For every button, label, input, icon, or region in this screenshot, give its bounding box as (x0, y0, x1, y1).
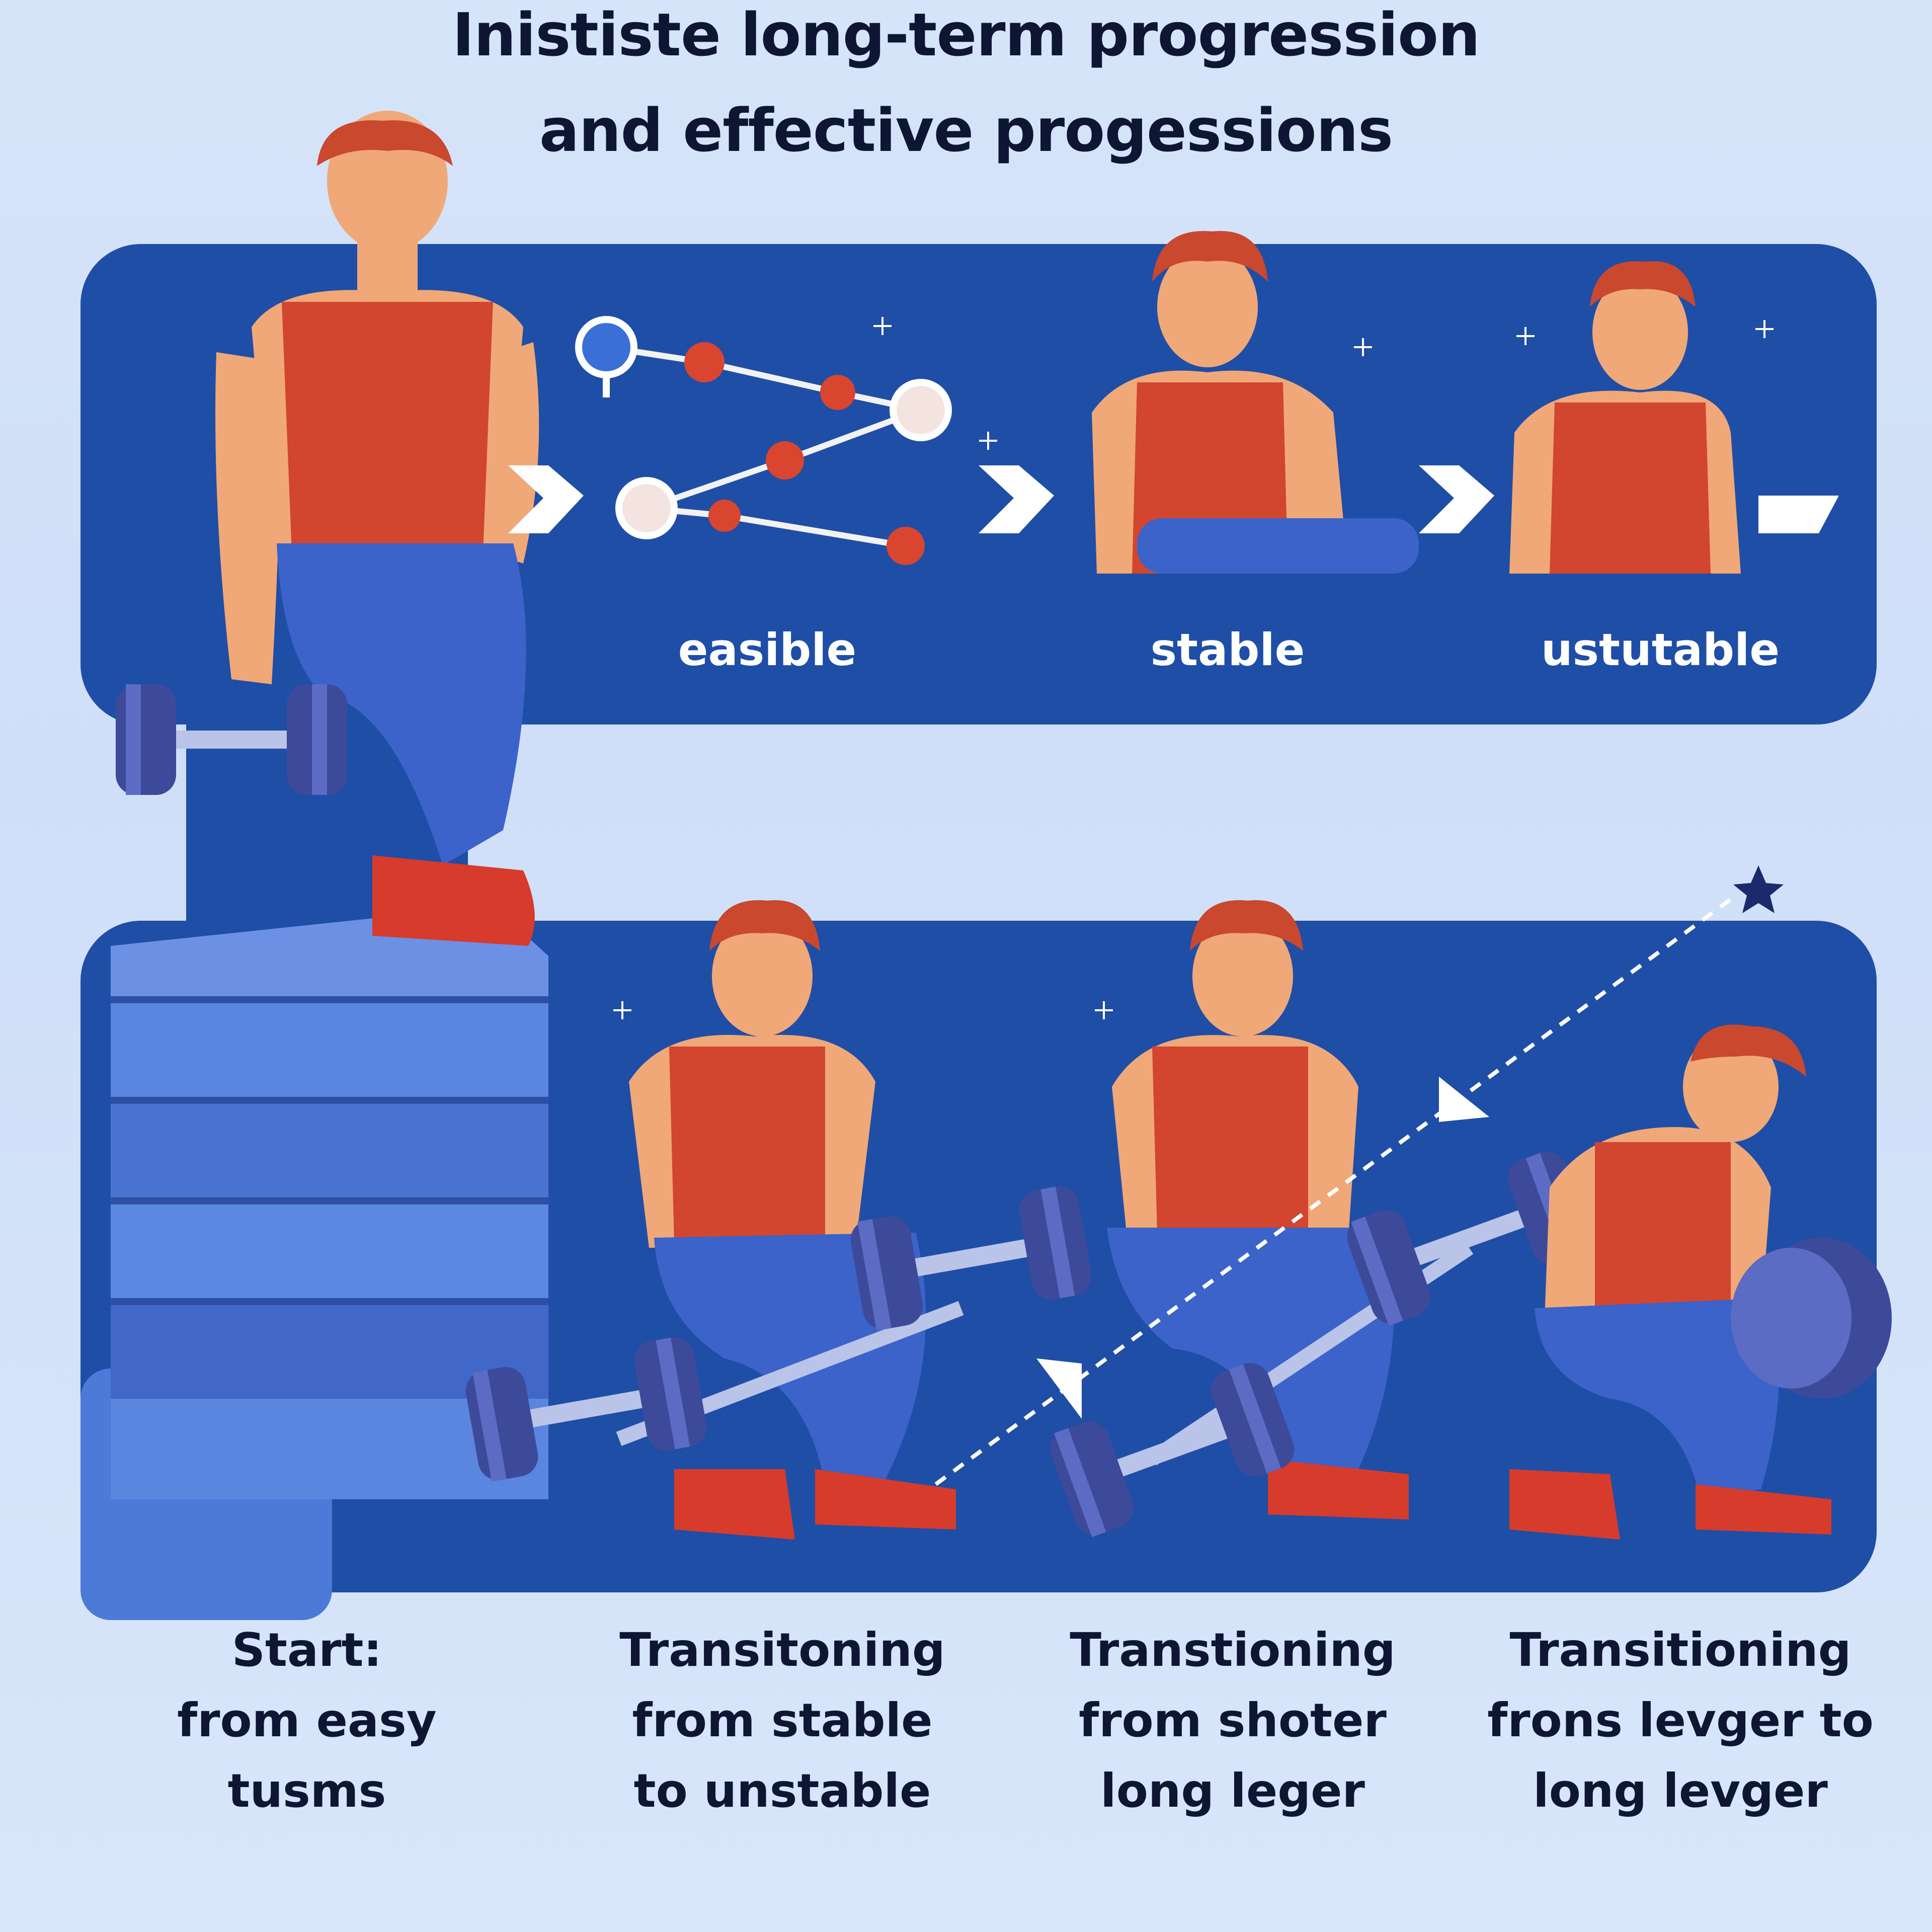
sparkle-icon (613, 317, 1774, 1019)
figure-unstable (1509, 261, 1741, 574)
star-icon (1733, 865, 1784, 913)
figure-deadlift-2 (1044, 900, 1597, 1541)
caption-start-line-3: tusms (227, 1764, 386, 1818)
caption-4-line-1: Transitioning (1509, 1623, 1852, 1677)
page-title-line-2: and effective progessions (539, 96, 1393, 165)
chevron-right-icon (508, 465, 584, 533)
caption-4-line-3: long levger (1533, 1764, 1828, 1818)
figure-stable (1092, 231, 1419, 574)
stage-label-easible: easible (678, 624, 857, 676)
triangle-pointer-icon (1036, 1358, 1082, 1419)
caption-start-line-2: from easy (177, 1694, 437, 1747)
caption-2-line-2: from stable (632, 1694, 933, 1747)
chevron-right-icon (979, 465, 1054, 533)
caption-2-line-3: to unstable (633, 1764, 931, 1818)
stacked-platform (80, 906, 548, 1620)
chevron-right-icon (1419, 465, 1494, 533)
arrow-right-icon (1758, 496, 1839, 533)
triangle-pointer-icon (1439, 1077, 1489, 1122)
figure-start-standing (116, 111, 539, 946)
caption-3-line-2: from shoter (1079, 1694, 1387, 1747)
caption-3-line-1: Transtioning (1070, 1623, 1396, 1677)
progression-node-graph (575, 316, 952, 565)
caption-3-line-3: long leger (1100, 1764, 1365, 1818)
stage-label-stable: stable (1150, 624, 1305, 676)
figure-deadlift-1 (462, 900, 1095, 1540)
caption-lever-to-long-lever: Transitioning frons levger to long levge… (1474, 1615, 1887, 1826)
caption-start: Start: from easy tusms (101, 1615, 513, 1826)
caption-4-line-2: frons levger to (1487, 1694, 1874, 1747)
caption-shorter-to-long-lever: Transtioning from shoter long leger (1026, 1615, 1439, 1826)
page-title-line-1: Inististe long-term progression (452, 0, 1480, 69)
caption-stable-to-unstable: Transitoning from stable to unstable (576, 1615, 989, 1826)
figure-deadlift-3 (1509, 1024, 1892, 1540)
caption-start-line-1: Start: (231, 1623, 382, 1677)
stage-label-ustutable: ustutable (1541, 624, 1780, 676)
caption-2-line-1: Transitoning (619, 1623, 945, 1677)
